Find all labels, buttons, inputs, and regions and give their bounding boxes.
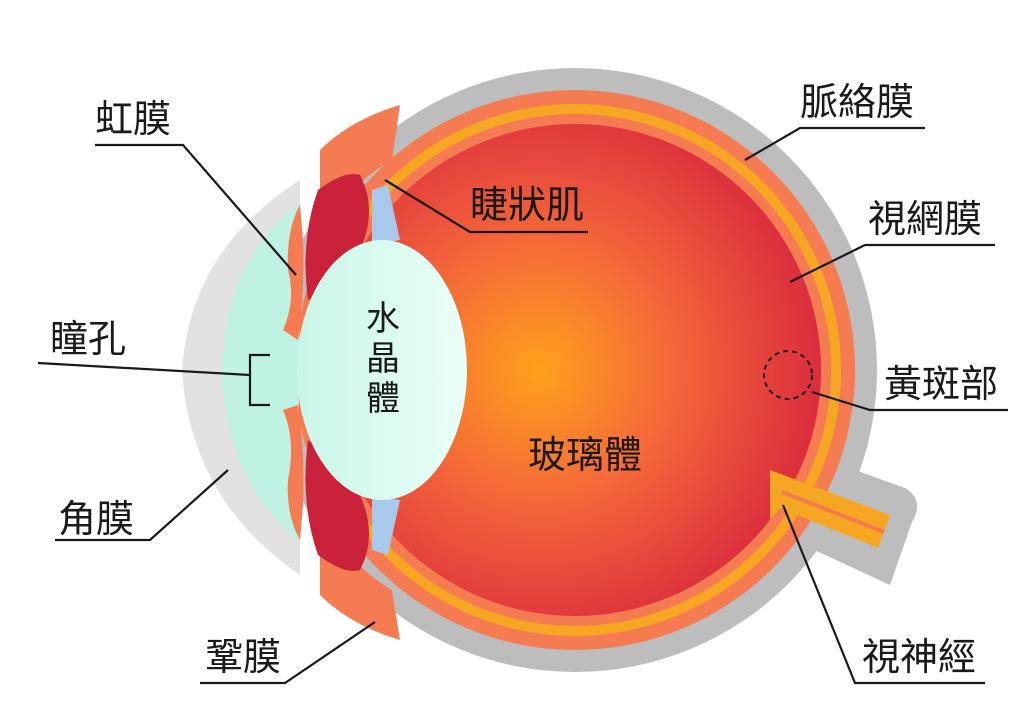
anterior-choroid xyxy=(320,105,400,240)
leader-optic-nerve xyxy=(781,504,985,685)
ciliary-body-lower xyxy=(305,440,369,571)
label-lens-char: 水 xyxy=(366,299,400,339)
label-optic-nerve: 視神經 xyxy=(862,635,976,679)
leader-choroid xyxy=(744,126,925,161)
lens xyxy=(297,240,467,500)
ciliary-body-upper xyxy=(305,174,369,300)
label-macula: 黃斑部 xyxy=(884,362,998,406)
leader-iris xyxy=(95,143,297,276)
optic-nerve-separator xyxy=(781,490,885,534)
leader-macula xyxy=(811,390,1008,412)
zonule-lower xyxy=(372,495,400,555)
leader-cornea xyxy=(55,469,229,542)
label-retina: 視網膜 xyxy=(868,197,982,241)
label-pupil: 瞳孔 xyxy=(50,317,126,361)
leader-lines xyxy=(37,126,1008,685)
cornea xyxy=(222,205,300,540)
leader-pupil xyxy=(37,361,251,377)
leader-sclera xyxy=(200,621,376,685)
leader-retina xyxy=(789,243,995,283)
label-iris: 虹膜 xyxy=(95,97,171,141)
label-vitreous: 玻璃體 xyxy=(528,433,642,477)
label-cornea: 角膜 xyxy=(58,497,134,541)
zonule-upper xyxy=(372,185,400,245)
svg-text:水晶體: 水晶體 xyxy=(366,299,400,419)
label-lens-char: 體 xyxy=(366,379,400,419)
label-lens-char: 晶 xyxy=(366,339,400,379)
label-sclera: 鞏膜 xyxy=(205,635,281,679)
pupil-bracket xyxy=(248,353,270,407)
label-choroid: 脈絡膜 xyxy=(800,80,914,124)
macula-marker xyxy=(763,350,813,400)
vitreous-body xyxy=(329,124,821,616)
label-lens: 水晶體 xyxy=(366,299,400,419)
leader-ciliary xyxy=(384,179,588,234)
iris-lower xyxy=(283,405,304,540)
label-ciliary: 睫狀肌 xyxy=(470,183,584,227)
